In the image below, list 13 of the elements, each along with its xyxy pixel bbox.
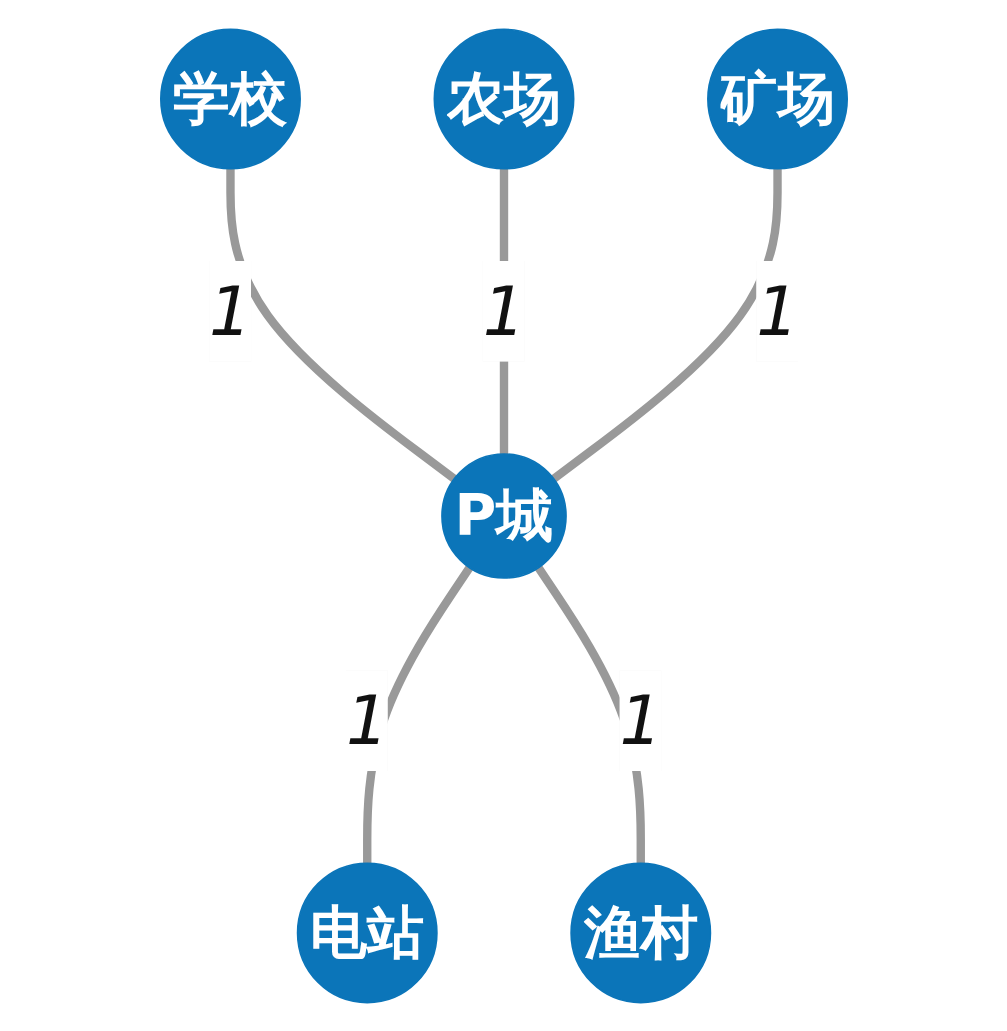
edge-label: 1: [345, 681, 389, 759]
edge-label: 1: [482, 272, 525, 350]
connector: [225, 168, 457, 482]
node-circle: 渔村: [569, 861, 711, 1003]
node-circle: 学校: [159, 28, 301, 170]
node-circle: 农场: [433, 28, 574, 170]
edge-label: 1: [755, 272, 799, 350]
node-circle: 矿场: [706, 28, 848, 170]
node-circle: 电站: [296, 861, 438, 1003]
connector: [550, 168, 782, 482]
node-circle: P城: [440, 452, 567, 579]
edge-label: 1: [618, 681, 662, 759]
edge-label: 1: [208, 272, 252, 350]
